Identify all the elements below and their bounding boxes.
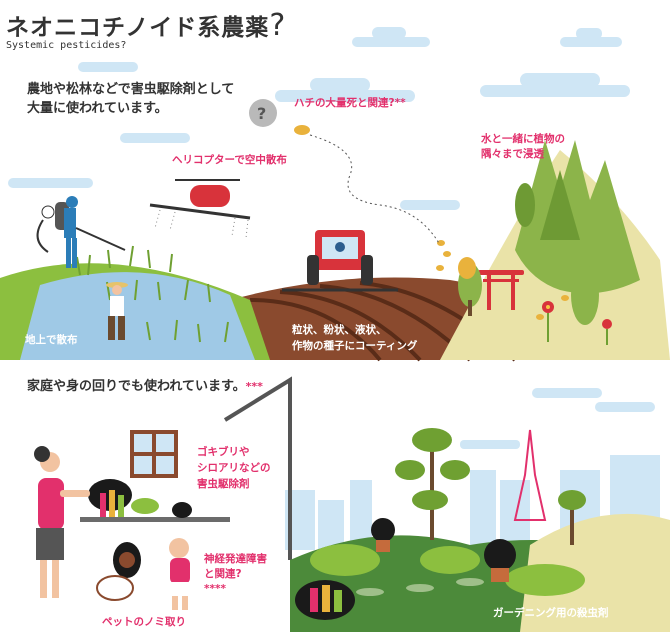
spray-bottles <box>310 585 342 612</box>
farmer <box>106 282 128 340</box>
cloud <box>460 440 520 449</box>
helicopter <box>149 179 251 239</box>
bee-flight-path <box>309 134 441 246</box>
cloud <box>120 133 190 143</box>
pest-cloud <box>172 502 192 518</box>
pest-control-label: ゴキブリや シロアリなどの 害虫駆除剤 <box>197 444 271 492</box>
cloud <box>532 388 602 398</box>
bush <box>420 546 480 574</box>
child <box>168 538 192 610</box>
title-question-mark: ? <box>269 8 287 43</box>
woman <box>34 446 90 598</box>
house-roof <box>223 376 292 560</box>
pet-flea-label: ペットのノミ取り <box>102 616 186 628</box>
cloud <box>400 200 460 210</box>
seed-coating-line2: 作物の種子にコーティング <box>292 340 418 352</box>
cloud <box>352 37 430 47</box>
forest-shade <box>540 170 580 240</box>
soil-furrows <box>249 281 517 362</box>
upper-lead-text: 農地や松林などで害虫駆除剤として 大量に使われています。 <box>27 80 234 118</box>
page-subtitle: Systemic pesticides? <box>6 40 127 51</box>
stepping-stones <box>356 578 484 596</box>
cloud <box>595 402 655 412</box>
pest-label-line2: シロアリなどの <box>197 462 271 474</box>
cloud <box>310 78 370 92</box>
cloud <box>480 85 630 97</box>
water-label-line1: 水と一緒に植物の <box>481 133 565 145</box>
tractor <box>282 230 398 292</box>
upper-lead-line2: 大量に使われています。 <box>27 101 168 116</box>
shelf-bottles <box>100 490 124 517</box>
lower-lead-text: 家庭や身の回りでも使われています。*** <box>27 379 263 394</box>
shelf <box>80 517 230 522</box>
cloud <box>372 27 406 39</box>
light-hill <box>520 513 670 632</box>
pest-label-line1: ゴキブリや <box>197 446 250 458</box>
cloud <box>8 178 93 188</box>
helicopter-label: ヘリコプターで空中散布 <box>172 154 287 166</box>
upper-lead-line1: 農地や松林などで害虫駆除剤として <box>27 82 235 97</box>
pest-label-line3: 害虫駆除剤 <box>197 478 250 490</box>
water-label-line2: 隅々まで浸透 <box>481 148 544 160</box>
neuro-label-line1: 神経発達障害 <box>204 553 267 565</box>
seed-coating-line1: 粒状、粉状、液状、 <box>292 324 387 336</box>
question-bubble <box>249 99 277 127</box>
dog <box>96 542 141 601</box>
bush <box>310 544 380 576</box>
flowers <box>542 301 612 345</box>
bees <box>294 125 569 320</box>
tower <box>513 429 547 521</box>
spray-worker <box>36 196 126 268</box>
bees-label: ハチの大量死と関連?** <box>294 97 406 109</box>
page-title: ネオニコチノイド系農薬? <box>6 8 287 43</box>
window <box>130 430 178 478</box>
water-label: 水と一緒に植物の 隅々まで浸透 <box>481 132 565 162</box>
svg-text:?: ? <box>257 104 266 123</box>
beehive <box>458 257 476 279</box>
trees <box>458 183 599 325</box>
lower-footnote-mark: *** <box>245 380 263 393</box>
bowl <box>131 498 159 514</box>
ground-spray-label: 地上で散布 <box>25 334 78 346</box>
cloud <box>560 37 622 47</box>
cloud <box>275 90 415 102</box>
garden-insecticide-label: ガーデニング用の殺虫剤 <box>493 607 609 619</box>
seed-coating-label: 粒状、粉状、液状、 作物の種子にコーティング <box>292 322 417 354</box>
potted-plants <box>371 518 516 582</box>
forest <box>515 140 640 294</box>
rice-stalks <box>76 245 229 343</box>
cloud <box>78 62 138 72</box>
cloud <box>576 28 602 39</box>
rice-paddy-water <box>20 272 255 360</box>
torii-gate <box>478 270 524 310</box>
bees-footnote-mark: ** <box>394 97 406 109</box>
bush <box>505 564 585 596</box>
neuro-footnote-mark: **** <box>204 583 226 595</box>
garden-trees <box>395 428 586 545</box>
cloud <box>520 73 600 87</box>
neuro-label: 神経発達障害 と関連? **** <box>204 552 267 597</box>
neuro-label-line2: と関連? <box>204 568 242 580</box>
